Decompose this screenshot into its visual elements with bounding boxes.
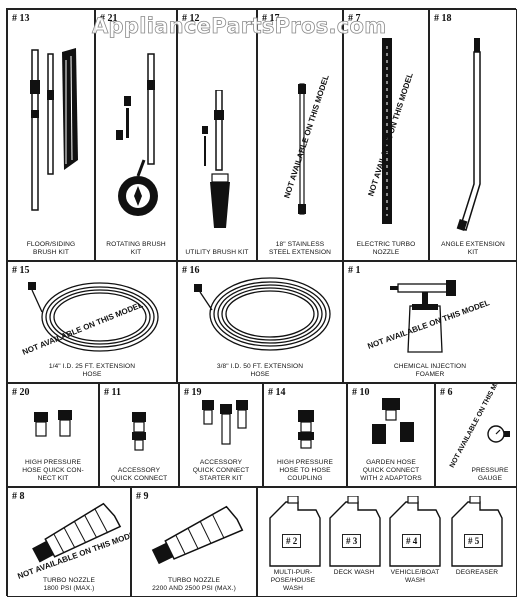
floor-brush-illustration [30, 48, 78, 211]
utility-brush-illustration [202, 90, 230, 228]
part-caption: VEHICLE/BOAT WASH [390, 569, 440, 584]
part-cell-1: # 1 NOT AVAILABLE ON THIS MODEL CHEMICAL… [343, 261, 517, 383]
turbo-nozzle-2200-illustration [151, 505, 244, 565]
part-number: # 21 [100, 13, 118, 24]
part-number: # 20 [12, 387, 30, 398]
part-cell-11: # 11 ACCESSORY QUICK CONNECT [99, 383, 179, 487]
part-caption: HIGH PRESSURE HOSE TO HOSE COUPLING [277, 459, 333, 482]
part-caption: HIGH PRESSURE HOSE QUICK CON- NECT KIT [22, 459, 84, 482]
part-caption: ACCESSORY QUICK CONNECT STARTER KIT [192, 459, 250, 482]
part-cell-8: # 8 NOT AVAILABLE ON THIS MODEL TURBO NO… [7, 487, 131, 597]
part-number: # 13 [12, 13, 30, 24]
part-cell-19: # 19 ACCESSORY QUICK CONNECT STARTER KIT [179, 383, 263, 487]
electric-turbo-nozzle-illustration [382, 38, 392, 224]
jug-number: # 3 [342, 534, 362, 548]
part-caption: DEGREASER [455, 569, 499, 576]
part-caption: ANGLE EXTENSION KIT [441, 241, 505, 256]
angle-extension-illustration [456, 38, 481, 231]
part-number: # 10 [352, 387, 370, 398]
part-caption: MULTI-PUR- POSE/HOUSE WASH [270, 569, 316, 592]
part-cell-17: # 17 NOT AVAILABLE ON THIS MODEL 18" STA… [257, 9, 343, 261]
part-cell-14: # 14 HIGH PRESSURE HOSE TO HOSE COUPLING [263, 383, 347, 487]
hose-quick-connect-illustration [34, 410, 72, 437]
cleaning-solutions-cell: # 2 # 3 # 4 # 5 MULTI-PUR- POSE/HOUSE WA… [257, 487, 517, 597]
jug-number: # 5 [464, 534, 484, 548]
part-caption: TURBO NOZZLE 2200 AND 2500 PSI (max.) [152, 577, 236, 592]
part-number: # 8 [12, 491, 25, 502]
part-cell-6: # 6 NOT AVAILABLE ON THIS MODEL PRESSURE… [435, 383, 517, 487]
garden-hose-connect-illustration [372, 398, 414, 444]
part-number: # 1 [348, 265, 361, 276]
jug-2 [269, 496, 321, 567]
parts-diagram-sheet: # 13 FLOOR/SIDING BRUSH KIT # 21 ROTATIN… [6, 8, 517, 597]
part-caption: DECK WASH [333, 569, 375, 576]
rotating-brush-illustration [116, 53, 158, 216]
part-number: # 6 [440, 387, 453, 398]
part-cell-13: # 13 FLOOR/SIDING BRUSH KIT [7, 9, 95, 261]
part-number: # 9 [136, 491, 149, 502]
part-number: # 12 [182, 13, 200, 24]
jug-5 [451, 496, 503, 567]
part-cell-18: # 18 ANGLE EXTENSION KIT [429, 9, 517, 261]
part-cell-7: # 7 NOT AVAILABLE ON THIS MODEL ELECTRIC… [343, 9, 429, 261]
jug-number: # 2 [282, 534, 302, 548]
part-caption: GARDEN HOSE QUICK CONNECT WITH 2 ADAPTOR… [360, 459, 422, 482]
part-number: # 11 [104, 387, 121, 398]
part-cell-16: # 16 3/8" I.D. 50 ft. EXTENSION HOSE [177, 261, 343, 383]
part-cell-15: # 15 NOT AVAILABLE ON THIS MODEL 1/4" I.… [7, 261, 177, 383]
part-number: # 15 [12, 265, 30, 276]
part-caption: 1/4" I.D. 25 ft. EXTENSION HOSE [48, 363, 136, 378]
part-caption: 18" STAINLESS STEEL EXTENSION [268, 241, 332, 256]
part-cell-12: # 12 UTILITY BRUSH KIT [177, 9, 257, 261]
part-caption: UTILITY BRUSH KIT [185, 249, 249, 256]
part-caption: FLOOR/SIDING BRUSH KIT [26, 241, 76, 256]
part-cell-9: # 9 TURBO NOZZLE 2200 AND 2500 PSI (max.… [131, 487, 257, 597]
site-watermark: AppliancePartsPros.com [92, 14, 387, 39]
starter-kit-illustration [202, 400, 248, 445]
part-caption: ELECTRIC TURBO NOZZLE [356, 241, 416, 256]
part-number: # 18 [434, 13, 452, 24]
part-cell-20: # 20 HIGH PRESSURE HOSE QUICK CON- NECT … [7, 383, 99, 487]
part-cell-21: # 21 ROTATING BRUSH KIT [95, 9, 177, 261]
accessory-quick-connect-illustration [132, 412, 146, 451]
part-number: # 17 [262, 13, 280, 24]
hose-coupling-illustration [298, 410, 314, 449]
part-number: # 14 [268, 387, 286, 398]
jug-4 [389, 496, 441, 567]
part-caption: PRESSURE GAUGE [471, 467, 509, 482]
extension-hose-25ft-illustration [28, 282, 159, 352]
detergent-jugs-illustration [269, 496, 503, 567]
part-caption: ROTATING BRUSH KIT [106, 241, 166, 256]
jug-number: # 4 [402, 534, 422, 548]
extension-hose-50ft-illustration [194, 277, 331, 351]
part-number: # 16 [182, 265, 200, 276]
turbo-nozzle-1800-illustration [32, 502, 122, 563]
part-caption: CHEMICAL INJECTION FOAMER [393, 363, 467, 378]
chemical-foamer-illustration [390, 280, 456, 353]
part-number: # 19 [184, 387, 202, 398]
part-caption: 3/8" I.D. 50 ft. EXTENSION HOSE [216, 363, 304, 378]
part-caption: TURBO NOZZLE 1800 PSI (max.) [42, 577, 96, 592]
steel-extension-illustration [298, 83, 306, 215]
part-caption: ACCESSORY QUICK CONNECT [110, 467, 168, 482]
part-cell-10: # 10 GARDEN HOSE QUICK CONNECT WITH 2 AD… [347, 383, 435, 487]
part-number: # 7 [348, 13, 361, 24]
jug-3 [329, 496, 381, 567]
pressure-gauge-illustration [487, 425, 510, 443]
